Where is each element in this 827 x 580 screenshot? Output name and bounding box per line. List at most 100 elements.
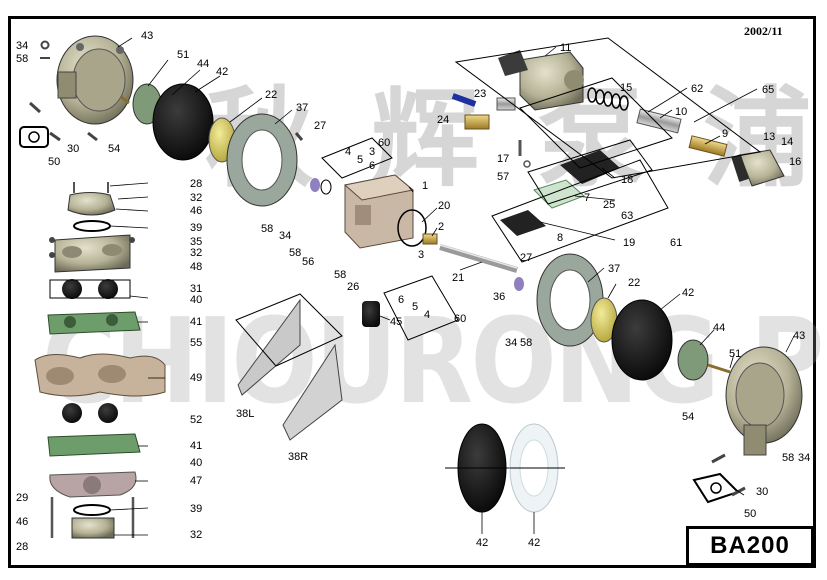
label-23: 23 xyxy=(474,88,487,100)
gasket-41-top xyxy=(47,311,141,335)
flange-37-right xyxy=(536,253,604,347)
fitting-23 xyxy=(496,97,516,111)
label-27-b: 27 xyxy=(520,252,533,264)
model-label: BA200 xyxy=(686,526,814,566)
label-52: 52 xyxy=(190,414,203,426)
valve-block-11 xyxy=(498,50,584,111)
label-22-b: 22 xyxy=(628,277,641,289)
leader-lines xyxy=(109,37,795,536)
label-44-b: 44 xyxy=(713,322,726,334)
label-34-c: 34 xyxy=(505,337,518,349)
label-40: 40 xyxy=(190,294,203,306)
label-42-b: 42 xyxy=(682,287,695,299)
label-54-b: 54 xyxy=(682,411,695,423)
plate-8 xyxy=(500,210,546,236)
label-62: 62 xyxy=(691,83,704,95)
label-60: 60 xyxy=(378,137,391,149)
label-41-b: 41 xyxy=(190,440,203,452)
bolts-top-left xyxy=(28,40,304,142)
label-61: 61 xyxy=(670,237,683,249)
label-38R: 38R xyxy=(288,451,309,463)
muffler-45 xyxy=(362,301,380,327)
label-26: 26 xyxy=(347,281,360,293)
label-46: 46 xyxy=(190,205,203,217)
label-34: 34 xyxy=(16,40,29,52)
label-44: 44 xyxy=(197,58,210,70)
label-39-b: 39 xyxy=(190,503,203,515)
center-block-1 xyxy=(343,174,415,249)
sleeve-9 xyxy=(688,135,728,157)
label-34-d: 34 xyxy=(798,452,811,464)
label-7: 7 xyxy=(584,192,591,204)
gasket-50-left xyxy=(19,126,49,148)
label-49: 49 xyxy=(190,372,203,384)
label-58: 58 xyxy=(16,53,29,65)
label-42-c: 42 xyxy=(476,537,489,549)
shaft-21 xyxy=(439,244,518,273)
label-17: 17 xyxy=(497,153,510,165)
label-51-b: 51 xyxy=(729,348,742,360)
label-37: 37 xyxy=(296,102,309,114)
label-13: 13 xyxy=(763,131,776,143)
label-32-b: 32 xyxy=(190,247,203,259)
end-cap-43-right xyxy=(725,346,803,456)
label-28-b: 28 xyxy=(16,541,29,553)
label-15: 15 xyxy=(620,82,633,94)
label-65: 65 xyxy=(762,84,775,96)
small-disk-36 xyxy=(514,277,524,291)
label-58-d: 58 xyxy=(520,337,533,349)
bushing-2 xyxy=(422,233,438,245)
label-28: 28 xyxy=(190,178,203,190)
label-39: 39 xyxy=(190,222,203,234)
diaphragm-plate-44-right xyxy=(677,339,731,381)
label-54: 54 xyxy=(108,143,121,155)
label-3-b: 3 xyxy=(418,249,425,261)
label-50: 50 xyxy=(48,156,61,168)
label-21: 21 xyxy=(452,272,465,284)
label-38L: 38L xyxy=(236,408,255,420)
drawing-date: 2002/11 xyxy=(744,24,783,38)
label-5-b: 5 xyxy=(412,301,419,313)
label-36: 36 xyxy=(493,291,506,303)
label-55: 55 xyxy=(190,337,203,349)
label-41: 41 xyxy=(190,316,203,328)
label-29: 29 xyxy=(16,492,29,504)
label-10: 10 xyxy=(675,106,688,118)
spool-10 xyxy=(636,108,682,134)
label-4: 4 xyxy=(345,146,352,158)
label-42-d: 42 xyxy=(528,537,541,549)
label-5: 5 xyxy=(357,154,364,166)
flange-46-bottom xyxy=(50,497,135,539)
label-45: 45 xyxy=(390,316,403,328)
label-30: 30 xyxy=(67,143,80,155)
valve-balls-31-top xyxy=(49,279,131,299)
diaphragm-42-white-bottom xyxy=(509,423,565,513)
label-31: 31 xyxy=(190,283,203,295)
label-16: 16 xyxy=(789,156,802,168)
label-43: 43 xyxy=(141,30,154,42)
label-1: 1 xyxy=(422,180,429,192)
drawing-border xyxy=(8,16,816,568)
label-19: 19 xyxy=(623,237,636,249)
bolt-17-57 xyxy=(518,140,531,168)
center-body-49 xyxy=(34,353,166,397)
o-rings-15 xyxy=(587,87,629,111)
valve-seat-housing-48 xyxy=(49,234,135,273)
label-32-c: 32 xyxy=(190,529,203,541)
manifold-top-46 xyxy=(67,182,116,216)
manifold-bottom-47 xyxy=(49,471,137,498)
label-34-b: 34 xyxy=(279,230,292,242)
label-43-b: 43 xyxy=(793,330,806,342)
o-ring-20 xyxy=(397,209,427,247)
diaphragm-42-right xyxy=(611,299,673,381)
label-30-b: 30 xyxy=(756,486,769,498)
label-58-f: 58 xyxy=(334,269,347,281)
label-6: 6 xyxy=(369,160,376,172)
label-50-b: 50 xyxy=(744,508,757,520)
label-8: 8 xyxy=(557,232,564,244)
label-20: 20 xyxy=(438,200,451,212)
end-cap-43-left xyxy=(56,35,134,125)
